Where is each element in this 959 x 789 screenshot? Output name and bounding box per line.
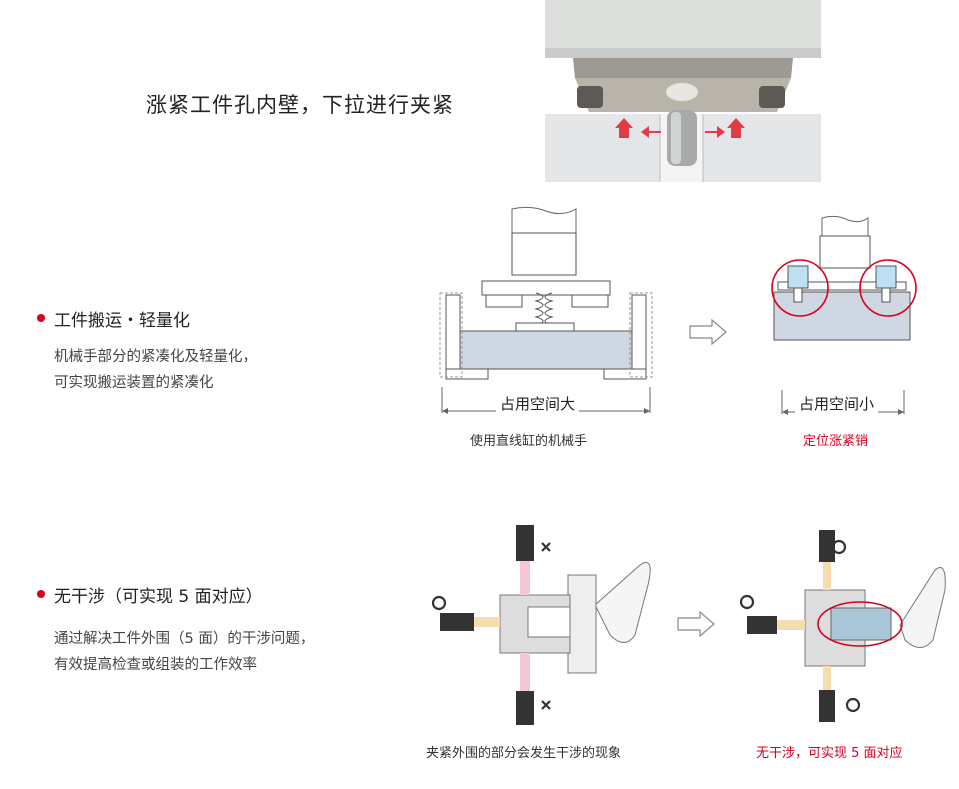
expanding-pin-diagram <box>771 215 917 415</box>
arrow-right-outline-icon <box>689 318 727 346</box>
section1-desc-line1: 机械手部分的紧凑化及轻量化， <box>54 349 257 365</box>
circle-ok-icon <box>831 539 847 555</box>
arrow-right-outline-icon <box>677 610 715 638</box>
no-interference-diagram <box>739 530 946 722</box>
circle-ok-icon <box>739 594 755 610</box>
bullet-dot <box>37 314 45 322</box>
red-arrow-icon <box>615 118 745 138</box>
section2-desc-line1: 通过解决工件外围（5 面）的干涉问题， <box>54 631 315 647</box>
section1-title: 工件搬运・轻量化 <box>54 311 190 331</box>
left-caption-2: 夹紧外围的部分会发生干涉的现象 <box>426 746 622 761</box>
bullet-dot <box>37 590 45 598</box>
circle-ok-icon <box>431 595 447 611</box>
section1-desc-line2: 可实现搬运装置的紧凑化 <box>54 375 214 391</box>
cylinder-gripper-diagram <box>439 206 653 414</box>
left-caption-1: 使用直线缸的机械手 <box>470 434 588 449</box>
right-box-label: 占用空间小 <box>795 393 879 414</box>
clamp-photo <box>545 0 821 182</box>
section2-title: 无干涉（可实现 5 面对应） <box>54 587 263 607</box>
left-box-label: 占用空间大 <box>496 393 580 414</box>
interference-diagram <box>431 525 651 725</box>
cross-ng-icon <box>541 700 551 710</box>
headline: 涨紧工件孔内壁，下拉进行夹紧 <box>146 93 454 117</box>
section2-desc-line2: 有效提高检查或组装的工作效率 <box>54 657 257 673</box>
circle-ok-icon <box>845 697 861 713</box>
right-caption-2: 无干涉，可实现 5 面对应 <box>756 746 903 761</box>
cross-ng-icon <box>541 542 551 552</box>
right-caption-1: 定位涨紧销 <box>803 434 869 449</box>
